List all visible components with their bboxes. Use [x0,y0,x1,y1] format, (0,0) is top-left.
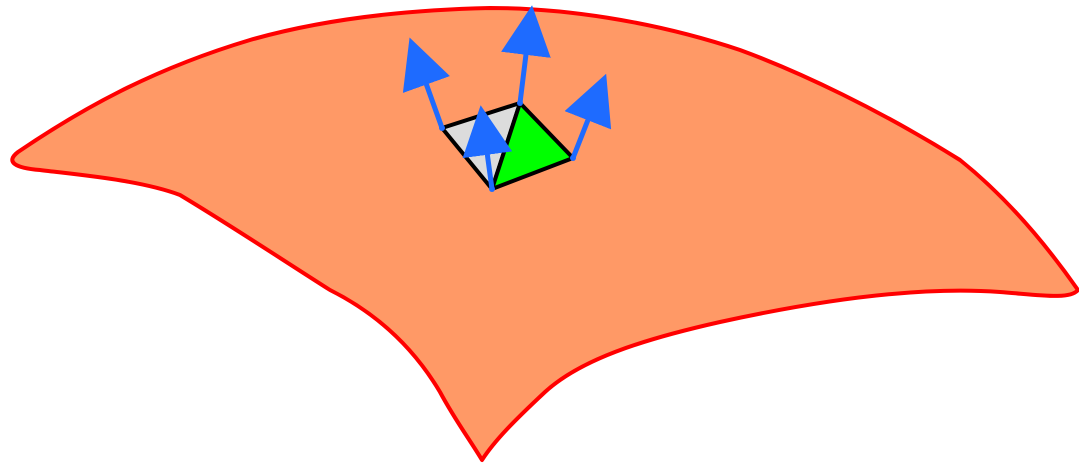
vertex-dot [517,100,523,106]
normal-arrow-left [402,37,450,131]
vertex-dot [439,125,445,131]
normal-arrow-top [501,5,551,106]
normal-arrow-right [564,73,612,161]
curved-surface [10,6,1079,462]
vertex-dot [489,186,495,192]
normal-arrow-bottom [462,105,513,192]
vertex-dot [570,155,576,161]
